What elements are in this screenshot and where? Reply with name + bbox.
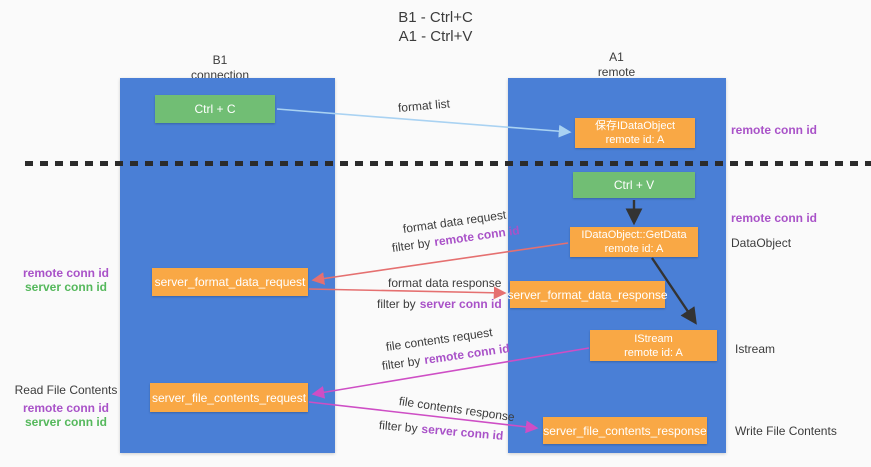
title-line-1: B1 - Ctrl+C	[398, 9, 473, 26]
server-conn-id-text: server conn id	[420, 421, 504, 443]
node-ctrl-v: Ctrl + V	[573, 172, 695, 198]
lane-a1-title: A1	[609, 50, 624, 64]
server-conn-id-text: server conn id	[24, 280, 108, 294]
node-ctrl-c: Ctrl + C	[155, 95, 275, 123]
istream-text: Istream	[735, 342, 776, 356]
remote-conn-id-text: remote conn id	[22, 266, 109, 280]
format-list-label: format list	[397, 96, 450, 114]
filter-by-text: filter by	[377, 297, 416, 311]
node-save-idataobject: 保存IDataObject remote id: A	[575, 118, 695, 148]
node-server-format-data-response: server_format_data_response	[507, 281, 668, 308]
server-conn-id-text: server conn id	[24, 415, 108, 429]
write-file-contents-label: Write File Contents	[735, 424, 837, 438]
filter-by-text: filter by	[391, 235, 432, 255]
node-file-request-label: server_file_contents_request	[151, 390, 307, 405]
title-line-2: A1 - Ctrl+V	[398, 28, 473, 45]
node-server-format-data-request: server_format_data_request	[152, 268, 308, 296]
remote-conn-id-right-top-label: remote conn id	[731, 123, 817, 137]
remote-conn-id-text: remote conn id	[731, 211, 818, 225]
node-idataobject-getdata: IDataObject::GetData remote id: A	[570, 227, 698, 257]
format-data-response-label: format data response	[388, 276, 501, 290]
file-contents-response-text: file contents response	[398, 394, 516, 425]
filter-by-text: filter by	[381, 353, 422, 373]
node-getdata-line1: IDataObject::GetData	[581, 229, 687, 241]
diagram-title: B1 - Ctrl+C A1 - Ctrl+V	[0, 8, 871, 46]
lane-a1-subtitle: remote	[597, 65, 636, 79]
filter-by-server-conn-id-label-2: filter by server conn id	[378, 418, 503, 443]
remote-conn-id-text: remote conn id	[22, 401, 109, 415]
remote-conn-id-right-mid-label: remote conn id	[731, 211, 817, 225]
filter-by-server-conn-id-label-1: filter by server conn id	[377, 297, 502, 311]
node-istream: IStream remote id: A	[590, 330, 717, 361]
node-format-request-label: server_format_data_request	[154, 275, 306, 289]
left-mid-conn-id-labels: remote conn id server conn id	[12, 266, 120, 294]
node-format-response-label: server_format_data_response	[507, 287, 668, 302]
left-bottom-labels: Read File Contents remote conn id server…	[12, 383, 120, 429]
lane-b1-title: B1	[212, 53, 228, 67]
dashed-divider	[25, 161, 871, 166]
read-file-contents-text: Read File Contents	[14, 383, 118, 397]
node-server-file-contents-response: server_file_contents_response	[543, 417, 707, 444]
node-server-file-contents-request: server_file_contents_request	[150, 383, 308, 412]
write-file-contents-text: Write File Contents	[735, 424, 837, 438]
node-ctrl-v-label: Ctrl + V	[613, 178, 655, 192]
server-conn-id-text: server conn id	[419, 297, 502, 311]
filter-by-text: filter by	[378, 418, 419, 436]
istream-side-label: Istream	[735, 342, 775, 356]
node-file-response-label: server_file_contents_response	[543, 423, 707, 438]
file-contents-response-label: file contents response	[398, 394, 516, 424]
dataobject-label: DataObject	[731, 236, 791, 250]
dataobject-text: DataObject	[731, 236, 792, 250]
format-data-response-text: format data response	[388, 276, 502, 290]
node-istream-line2: remote id: A	[624, 346, 683, 359]
remote-conn-id-text: remote conn id	[731, 123, 818, 137]
node-save-idataobject-line1: 保存IDataObject	[594, 120, 676, 132]
node-save-idataobject-line2: remote id: A	[605, 134, 665, 146]
node-istream-line1: IStream	[634, 332, 673, 345]
node-getdata-line2: remote id: A	[604, 243, 664, 255]
node-ctrl-c-label: Ctrl + C	[194, 102, 236, 116]
lane-header-a1: A1 remote	[508, 50, 725, 80]
format-list-text: format list	[397, 96, 451, 115]
